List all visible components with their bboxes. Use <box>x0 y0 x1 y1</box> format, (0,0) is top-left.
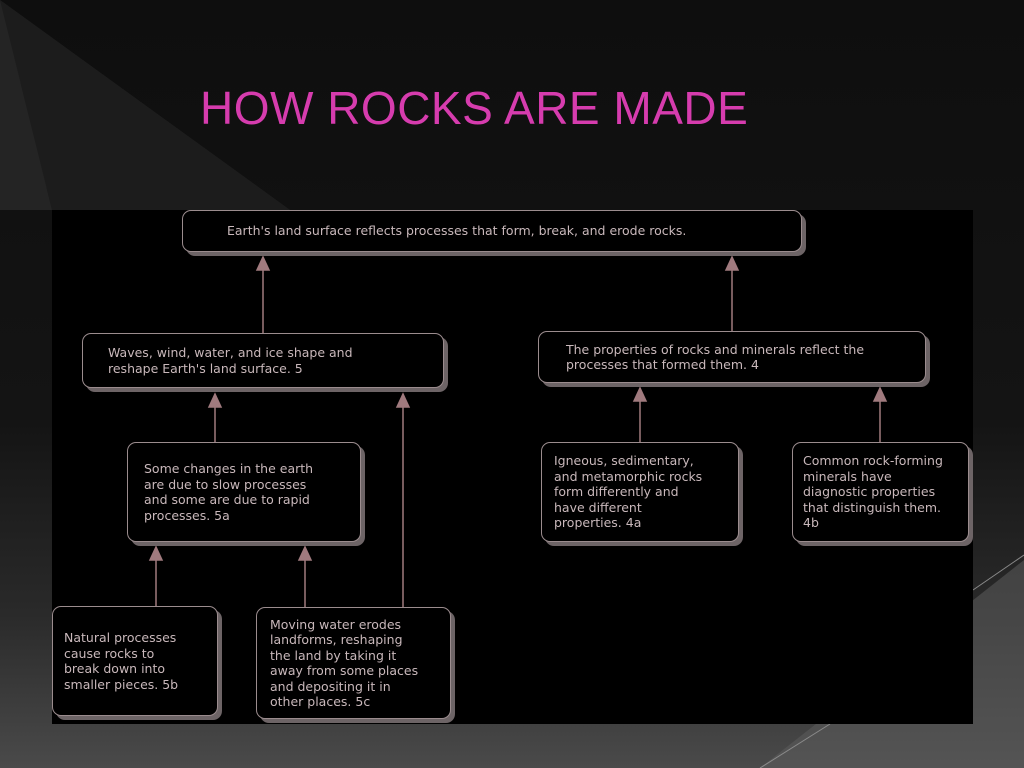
node-rock-types: Igneous, sedimentary, and metamorphic ro… <box>541 442 739 542</box>
node-text: Waves, wind, water, and ice shape and re… <box>108 345 353 376</box>
connector-arrows <box>148 255 888 607</box>
node-rock-forming-minerals: Common rock-forming minerals have diagno… <box>792 442 969 542</box>
node-text: Moving water erodes landforms, reshaping… <box>270 616 419 710</box>
slide-title: HOW ROCKS ARE MADE <box>200 81 749 134</box>
node-moving-water: Moving water erodes landforms, reshaping… <box>256 607 451 719</box>
node-earth-land-surface: Earth's land surface reflects processes … <box>182 210 802 252</box>
node-slow-rapid-changes: Some changes in the earth are due to slo… <box>127 442 361 542</box>
node-text: Common rock-forming minerals have diagno… <box>803 453 943 531</box>
arrowhead <box>148 545 164 561</box>
node-text: The properties of rocks and minerals ref… <box>566 341 865 373</box>
node-text: Natural processes cause rocks to break d… <box>64 630 179 692</box>
arrowhead <box>872 386 888 402</box>
arrowhead <box>632 386 648 402</box>
arrowhead <box>297 545 313 561</box>
arrowhead <box>724 255 740 271</box>
arrowhead <box>395 392 411 408</box>
arrowhead <box>255 255 271 271</box>
node-natural-processes: Natural processes cause rocks to break d… <box>52 606 218 716</box>
node-waves-wind-water: Waves, wind, water, and ice shape and re… <box>82 333 444 388</box>
arrowhead <box>207 392 223 408</box>
node-text: Earth's land surface reflects processes … <box>227 223 687 239</box>
node-text: Some changes in the earth are due to slo… <box>144 461 314 523</box>
concept-map: Earth's land surface reflects processes … <box>52 210 973 724</box>
node-text: Igneous, sedimentary, and metamorphic ro… <box>554 453 703 531</box>
node-rock-properties: The properties of rocks and minerals ref… <box>538 331 926 383</box>
